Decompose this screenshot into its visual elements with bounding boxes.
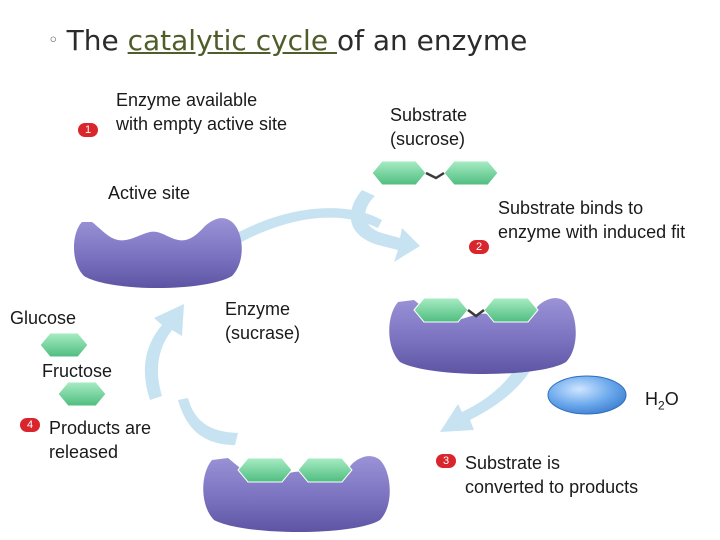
label-substrate-converted: Substrate is converted to products: [465, 451, 638, 499]
label-released-line1: Products are: [49, 418, 152, 438]
label-active-site: Active site: [108, 183, 191, 203]
label-substrate-line2: (sucrose): [390, 129, 466, 149]
bound-hex-left: [413, 297, 469, 323]
label-fructose: Fructose: [42, 361, 113, 381]
step-badge-2: 2: [469, 240, 489, 254]
substrate-hex-left: [371, 160, 427, 186]
title-prefix: The: [66, 24, 128, 57]
step-badge-3: 3: [436, 454, 456, 468]
label-water-o: O: [664, 389, 679, 409]
substrate-in-enzyme: [413, 297, 539, 323]
arrow-left: [144, 304, 184, 400]
bound-hex-right: [483, 297, 539, 323]
step-badge-1: 1: [78, 123, 98, 137]
arrow-top: [350, 190, 420, 262]
arrow-top-tail: [228, 208, 382, 246]
label-enzyme-line2: (sucrase): [225, 323, 301, 343]
slide-title: ◦ The catalytic cycle of an enzyme: [48, 24, 527, 57]
label-enzyme-line1: Enzyme: [225, 299, 291, 319]
label-products-released: Products are released: [49, 416, 151, 464]
title-bullet: ◦: [48, 30, 59, 51]
step-badge-4: 4: [20, 418, 40, 432]
arrow-bottom: [178, 398, 238, 445]
substrate-hex-right: [443, 160, 499, 186]
label-enzyme-sucrase: Enzyme (sucrase): [225, 297, 300, 345]
product-hex-right: [297, 457, 353, 483]
label-enzyme-available-line2: with empty active site: [116, 114, 288, 134]
title-highlight: catalytic cycle: [127, 24, 337, 57]
product-hex-left: [237, 457, 293, 483]
label-binds-line2: enzyme with induced fit: [498, 222, 686, 242]
title-suffix: of an enzyme: [336, 24, 528, 57]
label-water-sub: 2: [658, 398, 665, 413]
label-enzyme-available-line1: Enzyme available: [116, 90, 258, 110]
water-molecule: [547, 375, 627, 415]
label-substrate: Substrate (sucrose): [390, 103, 467, 151]
glucose-hex: [39, 332, 89, 358]
bound-bond: [467, 309, 485, 318]
label-glucose: Glucose: [10, 308, 77, 328]
label-converted-line2: converted to products: [465, 477, 639, 497]
label-converted-line1: Substrate is: [465, 453, 561, 473]
label-binds-line1: Substrate binds to: [498, 198, 644, 218]
enzyme-empty: [74, 218, 242, 288]
fructose-hex: [57, 381, 107, 407]
glycosidic-bond: [425, 171, 445, 180]
label-water-h: H: [645, 389, 658, 409]
label-substrate-line1: Substrate: [390, 105, 468, 125]
label-water: H2O: [645, 387, 679, 418]
label-enzyme-available: Enzyme available with empty active site: [116, 88, 287, 136]
label-substrate-binds: Substrate binds to enzyme with induced f…: [498, 196, 685, 244]
enzyme-products: [203, 456, 390, 532]
substrate-sucrose: [371, 160, 499, 186]
label-released-line2: released: [49, 442, 119, 462]
